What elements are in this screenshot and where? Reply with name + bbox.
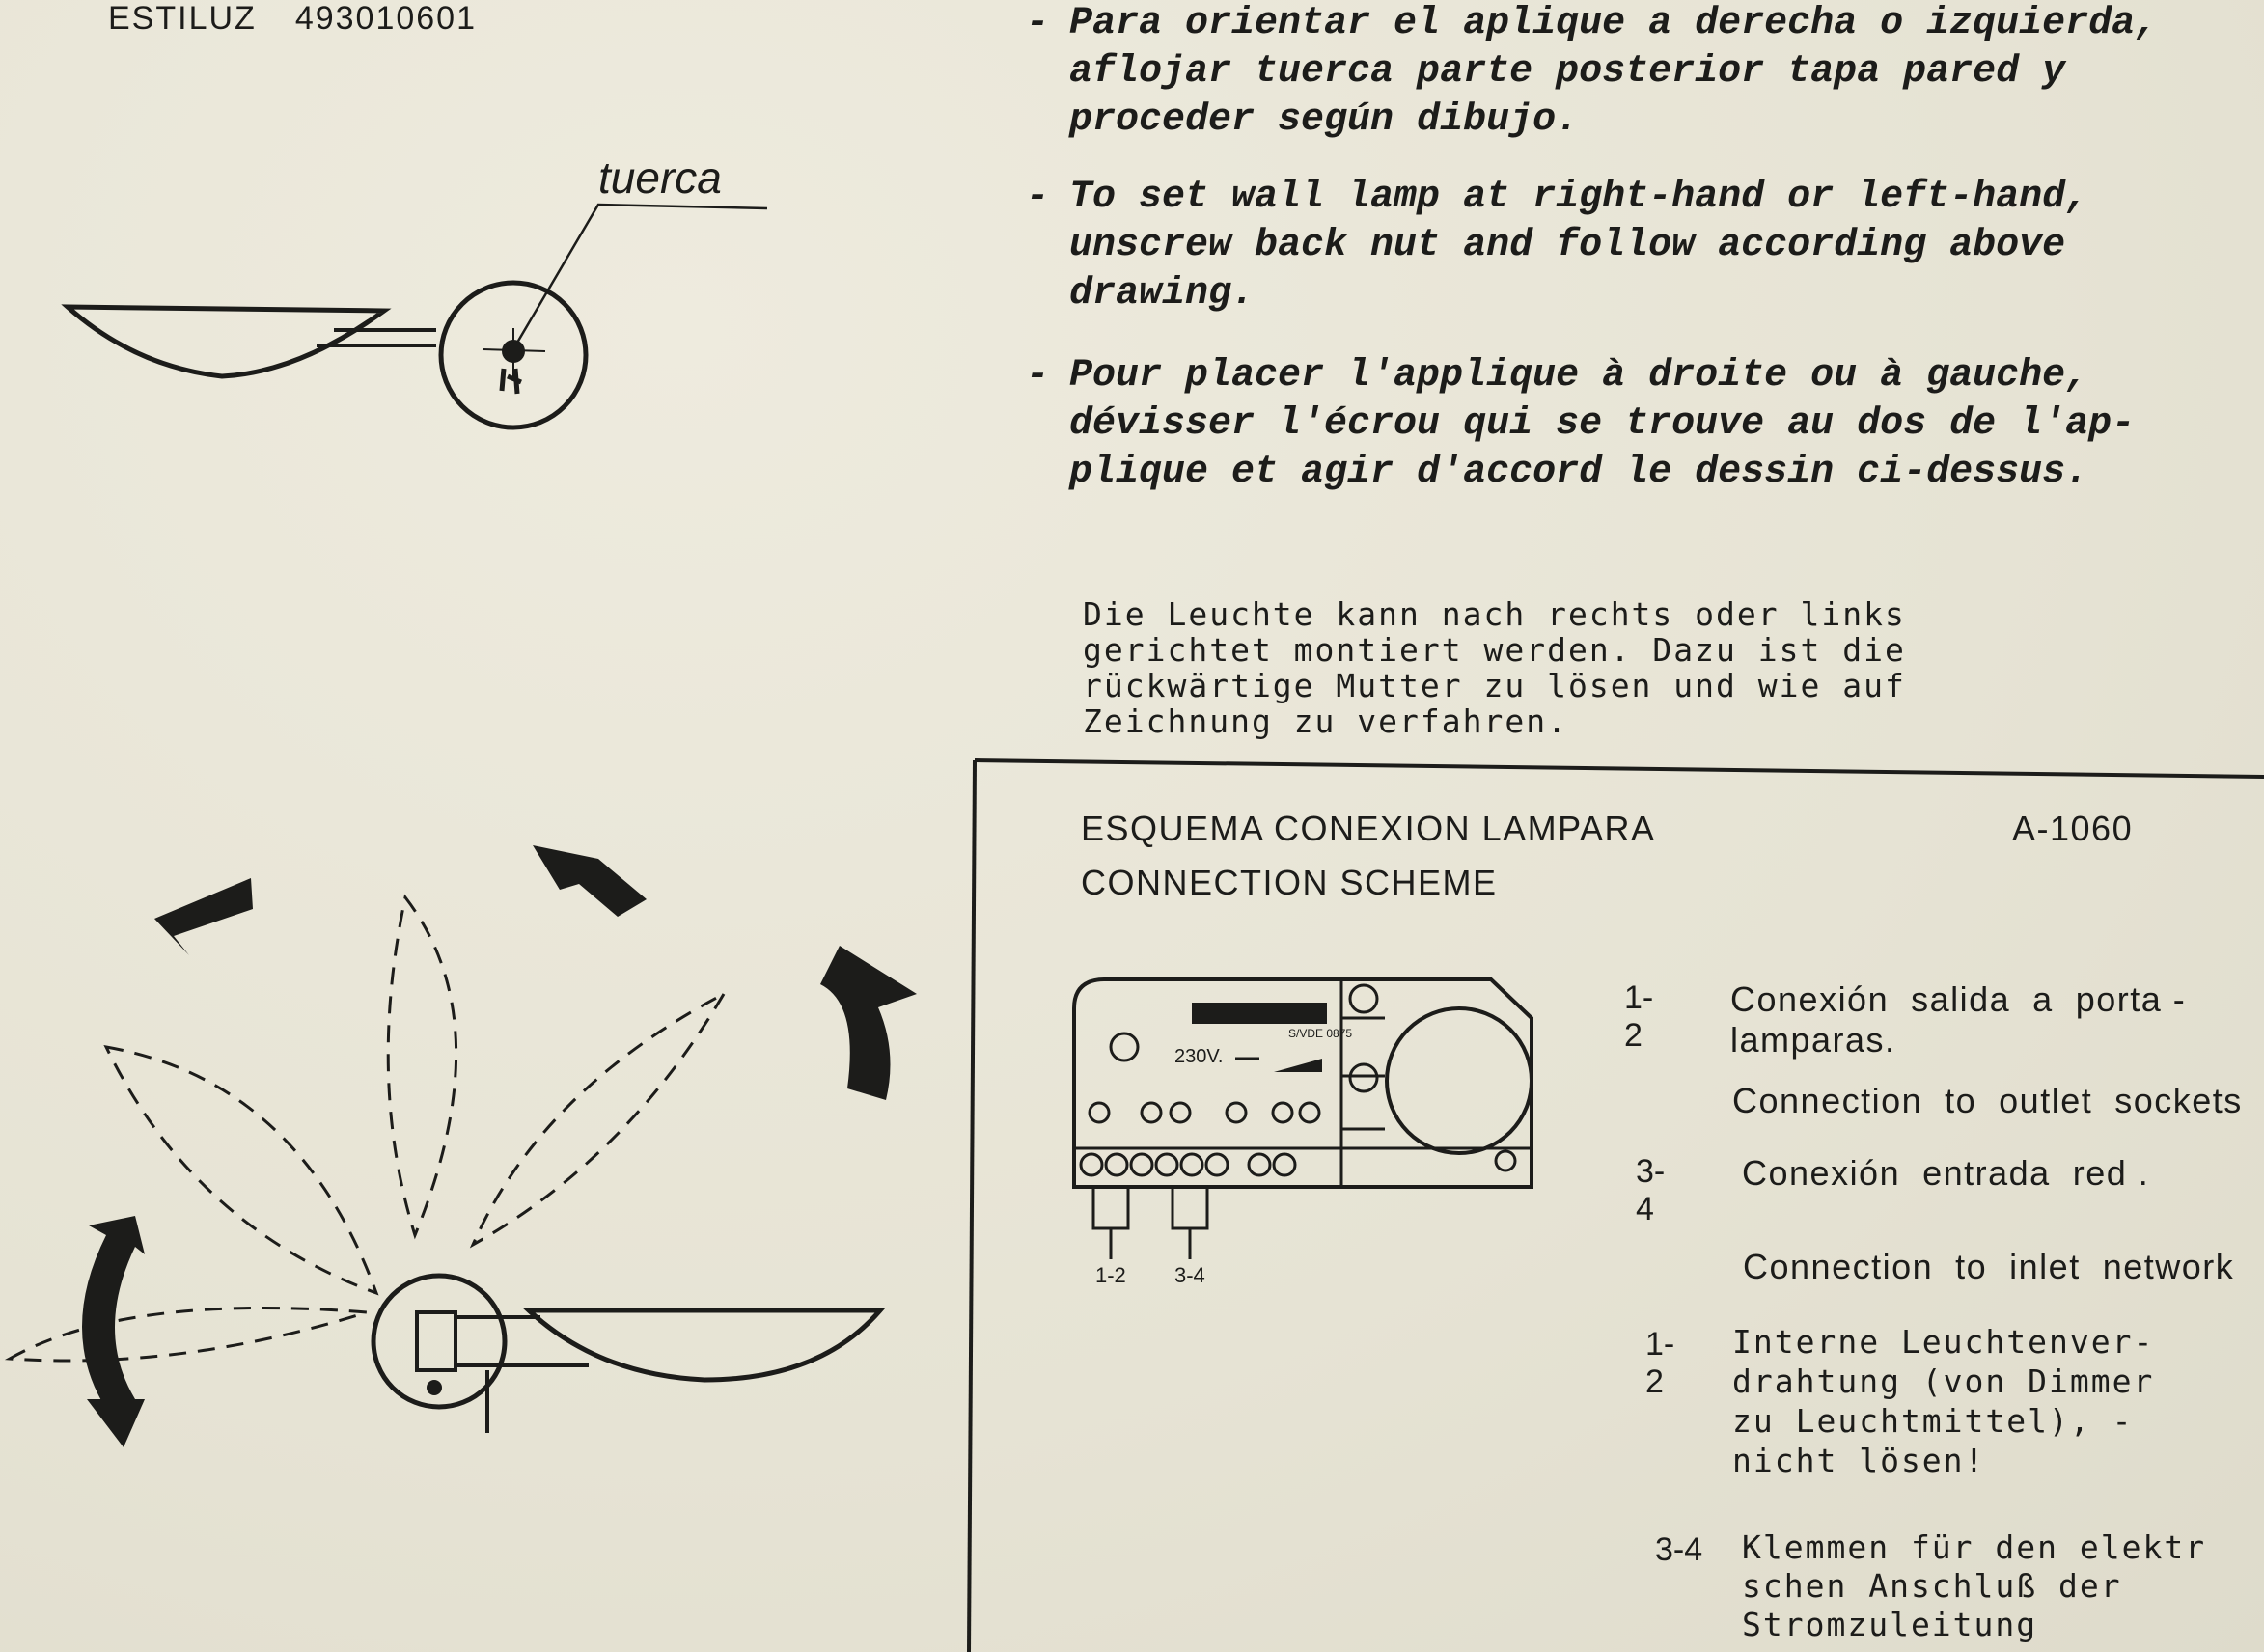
instruction-en-line-2: unscrew back nut and follow according ab… bbox=[1069, 224, 2066, 267]
instruction-de-line-1: Die Leuchte kann nach rechts oder links bbox=[1083, 595, 1906, 633]
document-header: ESTILUZ 493010601 bbox=[108, 0, 477, 38]
scheme-note-6-line-2: schen Anschluß der bbox=[1742, 1567, 2122, 1605]
scheme-note-3-number: 3-4 bbox=[1636, 1153, 1666, 1227]
instruction-de-line-2: gerichtet montiert werden. Dazu ist die bbox=[1083, 631, 1906, 669]
scheme-note-6-line-3: Stromzuleitung bbox=[1742, 1606, 2038, 1643]
scheme-note-5-line-4: nicht lösen! bbox=[1732, 1442, 1986, 1479]
scheme-note-5-number: 1-2 bbox=[1645, 1326, 1675, 1400]
instruction-es-line-1: Para orientar el aplique a derecha o izq… bbox=[1069, 2, 2159, 45]
scheme-model: A-1060 bbox=[2012, 809, 2134, 848]
scheme-title-es: ESQUEMA CONEXION LAMPARA bbox=[1081, 809, 1656, 848]
instruction-en-line-3: drawing. bbox=[1069, 272, 1256, 316]
instruction-fr: - Pour placer l'applique à droite ou à g… bbox=[1026, 352, 2136, 497]
instruction-es-line-2: aflojar tuerca parte posterior tapa pare… bbox=[1069, 50, 2066, 94]
instruction-en: - To set wall lamp at right-hand or left… bbox=[1026, 174, 2089, 318]
scheme-note-1-line-1: Conexión salida a porta - bbox=[1730, 979, 2187, 1019]
dimmer-device-diagram: S/VDE 0875 230V. 1-2 3-4 bbox=[1072, 977, 1533, 1287]
instruction-es: - Para orientar el aplique a derecha o i… bbox=[1026, 0, 2159, 145]
scheme-note-4: Connection to inlet network bbox=[1743, 1247, 2235, 1286]
scheme-note-5-line-2: drahtung (von Dimmer bbox=[1732, 1363, 2155, 1400]
instruction-fr-line-3: plique et agir d'accord le dessin ci-des… bbox=[1069, 451, 2089, 494]
brand-name: ESTILUZ bbox=[108, 0, 257, 37]
instruction-fr-line-1: Pour placer l'applique à droite ou à gau… bbox=[1069, 354, 2089, 398]
scheme-note-3-line-1: Conexión entrada red . bbox=[1742, 1153, 2150, 1193]
instruction-fr-line-2: dévisser l'écrou qui se trouve au dos de… bbox=[1069, 402, 2136, 446]
lamp-nut-diagram: tuerca bbox=[61, 152, 768, 430]
instruction-de-line-3: rückwärtige Mutter zu lösen und wie auf bbox=[1083, 667, 1906, 704]
scheme-note-5-line-1: Interne Leuchtenver- bbox=[1732, 1323, 2155, 1361]
product-code: 493010601 bbox=[294, 0, 477, 37]
device-voltage: 230V. bbox=[1174, 1046, 1223, 1067]
terminal-label-1-2: 1-2 bbox=[1095, 1263, 1126, 1287]
terminal-label-3-4: 3-4 bbox=[1174, 1263, 1205, 1287]
scheme-note-1-number: 1-2 bbox=[1624, 979, 1654, 1054]
instruction-es-line-3: proceder según dibujo. bbox=[1069, 98, 1580, 142]
instruction-en-line-1: To set wall lamp at right-hand or left-h… bbox=[1069, 176, 2089, 219]
instruction-de-line-4: Zeichnung zu verfahren. bbox=[1083, 702, 1568, 740]
instruction-de: Die Leuchte kann nach rechts oder links … bbox=[1083, 596, 1906, 739]
scheme-note-6-number: 3-4 bbox=[1655, 1531, 1703, 1568]
scheme-title-en: CONNECTION SCHEME bbox=[1081, 863, 1498, 902]
scheme-note-2: Connection to outlet sockets bbox=[1732, 1081, 2243, 1120]
scheme-note-5-line-3: zu Leuchtmittel), - bbox=[1732, 1402, 2134, 1440]
lamp-rotation-diagram bbox=[4, 845, 917, 1447]
scheme-note-1-line-2: lamparas. bbox=[1730, 1020, 1896, 1060]
scheme-note-6: 3-4 Klemmen für den elektr schen Anschlu… bbox=[1655, 1529, 2264, 1652]
device-norm: S/VDE 0875 bbox=[1288, 1027, 1352, 1040]
scheme-note-6-line-1: Klemmen für den elektr bbox=[1742, 1529, 2207, 1566]
nut-label: tuerca bbox=[598, 152, 722, 203]
